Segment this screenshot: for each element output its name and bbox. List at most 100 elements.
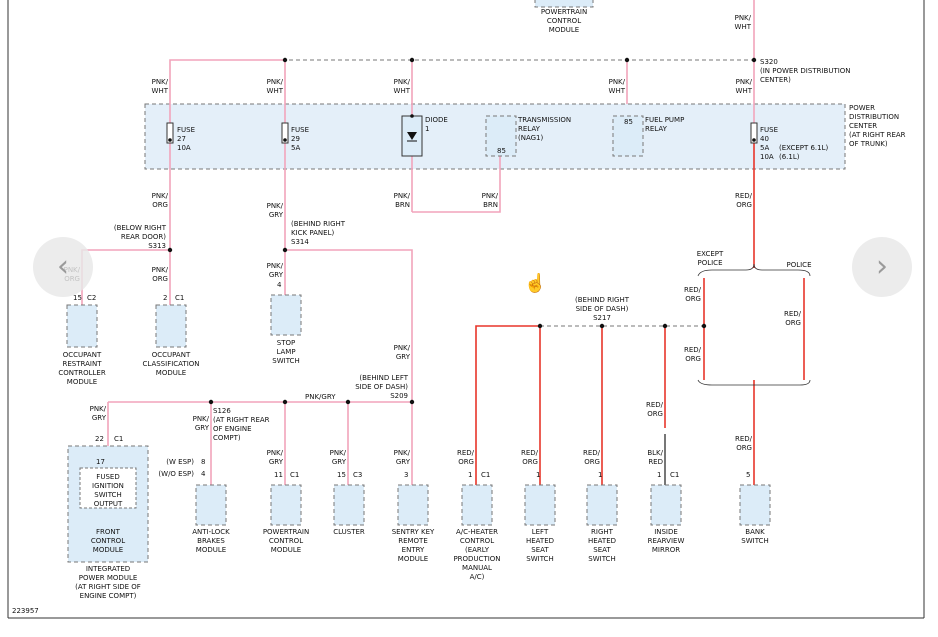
wire-pnk-org-1-line-2: ORG xyxy=(152,201,168,209)
skrem-name-line-1: SENTRY KEY xyxy=(392,528,435,536)
w-esp: (W ESP) xyxy=(166,458,194,466)
fcm-label-line-3: MODULE xyxy=(93,546,123,554)
wire-red-org-3-line-1: RED/ xyxy=(521,449,539,457)
red-org-police-1-line-2: ORG xyxy=(685,295,701,303)
cluster-conn: C3 xyxy=(353,471,362,479)
wire-red-org-5-line-2: ORG xyxy=(647,410,663,418)
wire-pnk-gry-2-line-1: PNK/ xyxy=(267,262,284,270)
wire-pnk-gry-1-line-2: GRY xyxy=(269,211,284,219)
hvac-name-line-5: MANUAL xyxy=(462,564,492,572)
trans-relay-label-line-3: (NAG1) xyxy=(518,134,544,142)
orc-name-line-1: OCCUPANT xyxy=(63,351,102,359)
pdc-label-line-1: POWER xyxy=(849,104,875,112)
abs-name-line-1: ANTI-LOCK xyxy=(192,528,230,536)
ipm-name-line-3: (AT RIGHT SIDE OF xyxy=(75,583,141,591)
wire-pnk-gry-8-line-2: GRY xyxy=(396,458,411,466)
cluster-pin: 15 xyxy=(337,471,346,479)
orc-name-line-3: CONTROLLER xyxy=(58,369,106,377)
s313-label-line-3: S313 xyxy=(148,242,166,250)
mirror-conn: C1 xyxy=(670,471,679,479)
pcm2-conn: C1 xyxy=(290,471,299,479)
wire-pnk-gry-2-line-2: GRY xyxy=(269,271,284,279)
chevron-left-icon: ‹ xyxy=(57,249,69,284)
wire-pnk-gry-6-line-2: GRY xyxy=(269,458,284,466)
wire-pnk-gry-inline: PNK/GRY xyxy=(305,393,336,401)
orc-pin: 15 xyxy=(73,294,82,302)
wire-pnk-wht-2-line-2: WHT xyxy=(267,87,284,95)
wire-pnk-org-1-line-1: PNK/ xyxy=(152,192,169,200)
fuse27-label-line-1: FUSE xyxy=(177,126,195,134)
red-org-police-3-line-1: RED/ xyxy=(684,346,702,354)
wire-pnk-gry-7-line-2: GRY xyxy=(332,458,347,466)
s209-label-line-3: S209 xyxy=(390,392,408,400)
pdc-label-line-4: (AT RIGHT REAR xyxy=(849,131,906,139)
diode-symbol xyxy=(401,115,423,157)
diagram-id: 223957 xyxy=(12,607,39,615)
fuel-pump-relay-box xyxy=(612,115,644,157)
wire-red-org-1-line-2: ORG xyxy=(736,201,752,209)
s217-label-line-1: (BEHIND RIGHT xyxy=(575,296,630,304)
wire-pnk-gry-7-line-1: PNK/ xyxy=(330,449,347,457)
s126-label-line-2: (AT RIGHT REAR xyxy=(213,416,270,424)
rhs-name-line-3: SEAT xyxy=(593,546,611,554)
lhs-name-line-1: LEFT xyxy=(532,528,549,536)
wire-blk-red-line-2: RED xyxy=(648,458,663,466)
wire-top-right-line-1: PNK/ xyxy=(735,14,752,22)
fuse29-label-line-2: 29 xyxy=(291,135,300,143)
wire-pnk-wht-5-line-2: WHT xyxy=(736,87,753,95)
pcm2-name-line-3: MODULE xyxy=(271,546,301,554)
pcm2-pin: 11 xyxy=(274,471,283,479)
ipm-name-line-2: POWER MODULE xyxy=(79,574,138,582)
trans-relay-box xyxy=(485,115,517,157)
lhs-name-line-3: SEAT xyxy=(531,546,549,554)
orc-name-line-4: MODULE xyxy=(67,378,97,386)
prev-button[interactable]: ‹ xyxy=(33,237,93,297)
stop-name-line-1: STOP xyxy=(277,339,295,347)
cluster-name: CLUSTER xyxy=(333,528,365,536)
s313-label-line-2: REAR DOOR) xyxy=(121,233,166,241)
skrem-pin: 3 xyxy=(404,471,408,479)
s126-label-line-3: OF ENGINE xyxy=(213,425,252,433)
stop-name-line-3: SWITCH xyxy=(272,357,299,365)
abs-name-line-3: MODULE xyxy=(196,546,226,554)
fuse40-notes-line-1: (EXCEPT 6.1L) xyxy=(779,144,829,152)
ipm-pin: 22 xyxy=(95,435,104,443)
hvac-name-line-3: (EARLY xyxy=(465,546,490,554)
abs-pin-1: 8 xyxy=(201,458,205,466)
fcm-inner-box xyxy=(79,467,137,509)
wire-red-org-2-line-2: ORG xyxy=(458,458,474,466)
wire-red-org-5-line-1: RED/ xyxy=(646,401,664,409)
ipm-inner-pin: 17 xyxy=(96,458,105,466)
s126-label-line-4: COMPT) xyxy=(213,434,241,442)
bank-name-line-2: SWITCH xyxy=(741,537,768,545)
s209-label-line-1: (BEHIND LEFT xyxy=(359,374,408,382)
fuse40-label-line-3: 5A xyxy=(760,144,769,152)
bank-name-line-1: BANK xyxy=(745,528,765,536)
hvac-name-line-4: PRODUCTION xyxy=(453,555,500,563)
fuse40-notes-line-2: (6.1L) xyxy=(779,153,800,161)
wire-pnk-gry-5-line-2: GRY xyxy=(195,424,210,432)
ipm-inner-label-line-4: OUTPUT xyxy=(94,500,123,508)
except-police-line-2: POLICE xyxy=(697,259,722,267)
top-pcm-label-line-2: CONTROL xyxy=(547,17,581,25)
wire-pnk-wht-4-line-2: WHT xyxy=(609,87,626,95)
pcm2-name-line-1: POWERTRAIN xyxy=(263,528,309,536)
diode-label-line-2: 1 xyxy=(425,125,429,133)
red-org-police-3-line-2: ORG xyxy=(685,355,701,363)
hand-cursor-icon: ☝ xyxy=(524,273,547,293)
s320-label-line-3: CENTER) xyxy=(760,76,791,84)
wire-pnk-wht-1-line-1: PNK/ xyxy=(152,78,169,86)
orc-name-line-2: RESTRAINT xyxy=(63,360,103,368)
wire-red-org-6-line-2: ORG xyxy=(736,444,752,452)
wire-pnk-wht-3-line-2: WHT xyxy=(394,87,411,95)
fuel-pump-relay-label-line-1: FUEL PUMP xyxy=(645,116,684,124)
component-boxes xyxy=(66,294,771,526)
s126-label-line-1: S126 xyxy=(213,407,231,415)
rhs-name-line-2: HEATED xyxy=(588,537,616,545)
wire-pnk-org-3-line-1: PNK/ xyxy=(152,266,169,274)
next-button[interactable]: › xyxy=(852,237,912,297)
s314-label-line-1: (BEHIND RIGHT xyxy=(291,220,346,228)
trans-relay-pin: 85 xyxy=(497,147,506,155)
ipm-inner-label-line-2: IGNITION xyxy=(92,482,124,490)
